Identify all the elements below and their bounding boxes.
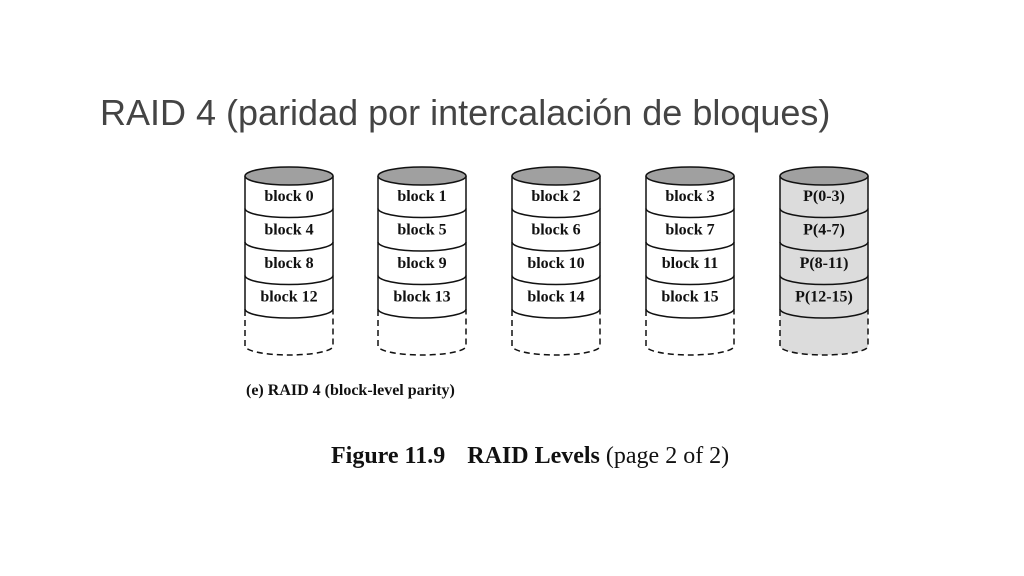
block-label: block 8 xyxy=(264,255,313,272)
row-separator xyxy=(244,275,334,286)
figure-page: (page 2 of 2) xyxy=(605,443,730,469)
data-disk-0: block 0 block 4 block 8 block 12 xyxy=(244,166,334,356)
figure-caption: Figure 11.9 RAID Levels (page 2 of 2) xyxy=(331,443,729,470)
row-separator xyxy=(377,241,467,252)
disk-top xyxy=(244,166,334,186)
block-label: block 13 xyxy=(393,288,450,305)
block-label: block 2 xyxy=(531,188,580,205)
data-disk-1: block 1 block 5 block 9 block 13 xyxy=(377,166,467,356)
disk-body xyxy=(378,176,466,310)
block-label: block 12 xyxy=(260,288,317,305)
disk-body xyxy=(245,176,333,310)
row-separator xyxy=(645,275,735,286)
row-separator xyxy=(779,275,869,286)
slide-title: RAID 4 (paridad por intercalación de blo… xyxy=(100,92,831,133)
block-label: block 15 xyxy=(661,288,718,305)
diagram-subcaption: (e) RAID 4 (block-level parity) xyxy=(246,382,455,399)
figure-number: Figure 11.9 xyxy=(331,443,446,469)
block-label: block 4 xyxy=(264,221,313,238)
block-label: block 10 xyxy=(527,255,584,272)
block-label: block 7 xyxy=(665,221,714,238)
row-separator xyxy=(244,241,334,252)
disk-empty-space xyxy=(377,310,467,356)
disk-empty-space xyxy=(511,310,601,356)
block-label: block 0 xyxy=(264,188,313,205)
parity-block-label: P(8-11) xyxy=(800,255,849,272)
row-separator xyxy=(779,308,869,319)
disk-empty-space xyxy=(779,310,869,356)
block-label: block 9 xyxy=(397,255,446,272)
data-disk-3: block 3 block 7 block 11 block 15 xyxy=(645,166,735,356)
disk-body xyxy=(780,176,868,310)
row-separator xyxy=(645,308,735,319)
data-disk-2: block 2 block 6 block 10 block 14 xyxy=(511,166,601,356)
row-separator xyxy=(244,208,334,219)
row-separator xyxy=(377,308,467,319)
disk-empty-space xyxy=(244,310,334,356)
row-separator xyxy=(511,241,601,252)
block-label: block 3 xyxy=(665,188,714,205)
row-separator xyxy=(511,208,601,219)
disk-body xyxy=(512,176,600,310)
disk-top xyxy=(645,166,735,186)
row-separator xyxy=(645,241,735,252)
row-separator xyxy=(779,208,869,219)
disk-top xyxy=(511,166,601,186)
disk-empty-space xyxy=(645,310,735,356)
parity-block-label: P(0-3) xyxy=(803,188,845,205)
parity-disk: P(0-3) P(4-7) P(8-11) P(12-15) xyxy=(779,166,869,356)
figure-title: RAID Levels xyxy=(467,443,600,469)
parity-block-label: P(4-7) xyxy=(803,221,845,238)
row-separator xyxy=(377,208,467,219)
block-label: block 14 xyxy=(527,288,584,305)
disk-top xyxy=(779,166,869,186)
row-separator xyxy=(779,241,869,252)
parity-block-label: P(12-15) xyxy=(795,288,853,305)
block-label: block 5 xyxy=(397,221,446,238)
block-label: block 11 xyxy=(662,255,718,272)
row-separator xyxy=(511,275,601,286)
row-separator xyxy=(244,308,334,319)
block-label: block 1 xyxy=(397,188,446,205)
row-separator xyxy=(645,208,735,219)
disk-top xyxy=(377,166,467,186)
row-separator xyxy=(511,308,601,319)
row-separator xyxy=(377,275,467,286)
disk-body xyxy=(646,176,734,310)
block-label: block 6 xyxy=(531,221,580,238)
